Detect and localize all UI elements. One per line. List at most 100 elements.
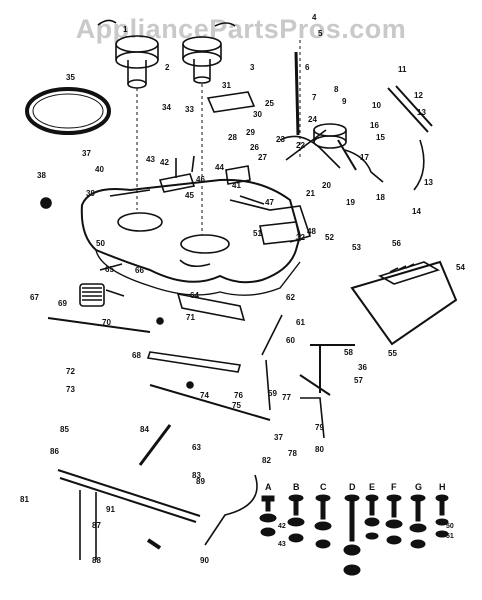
hardware-letter-B: B [293, 482, 300, 492]
callout-71: 71 [186, 313, 195, 322]
mower-deck-housing [80, 178, 312, 296]
callout-18: 18 [376, 193, 385, 202]
hardware-set [259, 494, 449, 576]
callout-58: 58 [344, 348, 353, 357]
spindle-pulley-right [182, 36, 222, 84]
hardware-letter-G: G [415, 482, 422, 492]
callout-14: 14 [412, 207, 421, 216]
hardware-letter-F: F [391, 482, 397, 492]
callout-22: 22 [296, 141, 305, 150]
callout-90: 90 [200, 556, 209, 565]
callout-50: 50 [96, 239, 105, 248]
callout-86: 86 [50, 447, 59, 456]
drive-spring-assembly [79, 263, 125, 307]
height-adjust-lever [299, 344, 355, 396]
callout-64: 64 [190, 291, 199, 300]
callout-23: 23 [276, 135, 285, 144]
callout-65: 65 [105, 265, 114, 274]
callout-42: 42 [160, 158, 169, 167]
callout-39: 39 [86, 189, 95, 198]
callout-13: 13 [424, 178, 433, 187]
callout-2: 2 [165, 63, 170, 72]
drive-belt [25, 87, 111, 135]
callout-74: 74 [200, 391, 209, 400]
callout-24: 24 [308, 115, 317, 124]
callout-15: 15 [376, 133, 385, 142]
callout-41: 41 [232, 181, 241, 190]
callout-36: 36 [358, 363, 367, 372]
callout-45: 45 [185, 191, 194, 200]
callout-63: 63 [192, 443, 201, 452]
callout-33: 33 [185, 105, 194, 114]
callout-34: 34 [162, 103, 171, 112]
callout-78: 78 [288, 449, 297, 458]
adjust-rod-84 [138, 424, 172, 466]
callout-30: 30 [253, 110, 262, 119]
baffle-plate [176, 292, 246, 322]
hardware-callout-51: 51 [446, 533, 454, 540]
part-38 [40, 197, 52, 209]
callout-1: 1 [123, 25, 128, 34]
idler-pulley-assembly [279, 51, 347, 169]
callout-80: 80 [315, 445, 324, 454]
callout-26: 26 [250, 143, 259, 152]
callout-11: 11 [398, 65, 407, 74]
callout-72: 72 [66, 367, 75, 376]
callout-40: 40 [95, 165, 104, 174]
hardware-callout-50: 50 [446, 523, 454, 530]
callout-75: 75 [232, 401, 241, 410]
lift-arm [387, 85, 433, 133]
callout-3: 3 [250, 63, 255, 72]
callout-59: 59 [268, 389, 277, 398]
callout-61: 61 [296, 318, 305, 327]
callout-19: 19 [346, 198, 355, 207]
callout-4: 4 [312, 13, 317, 22]
callout-46: 46 [196, 175, 205, 184]
callout-55: 55 [388, 349, 397, 358]
callout-84: 84 [140, 425, 149, 434]
link-rod-74 [149, 384, 271, 421]
callout-89: 89 [196, 477, 205, 486]
callout-81: 81 [20, 495, 29, 504]
hardware-letter-H: H [439, 482, 446, 492]
callout-54: 54 [456, 263, 465, 272]
callout-6: 6 [305, 63, 310, 72]
front-axle-bar [57, 469, 201, 523]
callout-62: 62 [286, 293, 295, 302]
callout-69: 69 [58, 299, 67, 308]
callout-25: 25 [265, 99, 274, 108]
callout-73: 73 [66, 385, 75, 394]
hardware-letter-A: A [265, 482, 272, 492]
callout-53: 53 [352, 243, 361, 252]
callout-68: 68 [132, 351, 141, 360]
callout-5: 5 [318, 29, 323, 38]
callout-43: 43 [146, 155, 155, 164]
callout-47: 47 [265, 198, 274, 207]
callout-9: 9 [342, 97, 347, 106]
callout-82: 82 [262, 456, 271, 465]
callout-79: 79 [315, 423, 324, 432]
callout-35: 35 [66, 73, 75, 82]
callout-56: 56 [392, 239, 401, 248]
callout-8: 8 [334, 85, 339, 94]
callout-21: 21 [306, 189, 315, 198]
rod-89 [204, 474, 258, 546]
callout-13: 13 [417, 108, 426, 117]
callout-28: 28 [228, 133, 237, 142]
callout-27: 27 [258, 153, 267, 162]
hardware-letter-C: C [320, 482, 327, 492]
watermark-text: AppliancePartsPros.com [75, 14, 407, 44]
blade-left [146, 351, 242, 373]
callout-57: 57 [354, 376, 363, 385]
callout-76: 76 [234, 391, 243, 400]
callout-85: 85 [60, 425, 69, 434]
callout-10: 10 [372, 101, 381, 110]
callout-16: 16 [370, 121, 379, 130]
callout-51: 51 [253, 229, 262, 238]
callout-52: 52 [325, 233, 334, 242]
callout-20: 20 [322, 181, 331, 190]
hardware-callout-43: 43 [278, 541, 286, 548]
callout-77: 77 [282, 393, 291, 402]
